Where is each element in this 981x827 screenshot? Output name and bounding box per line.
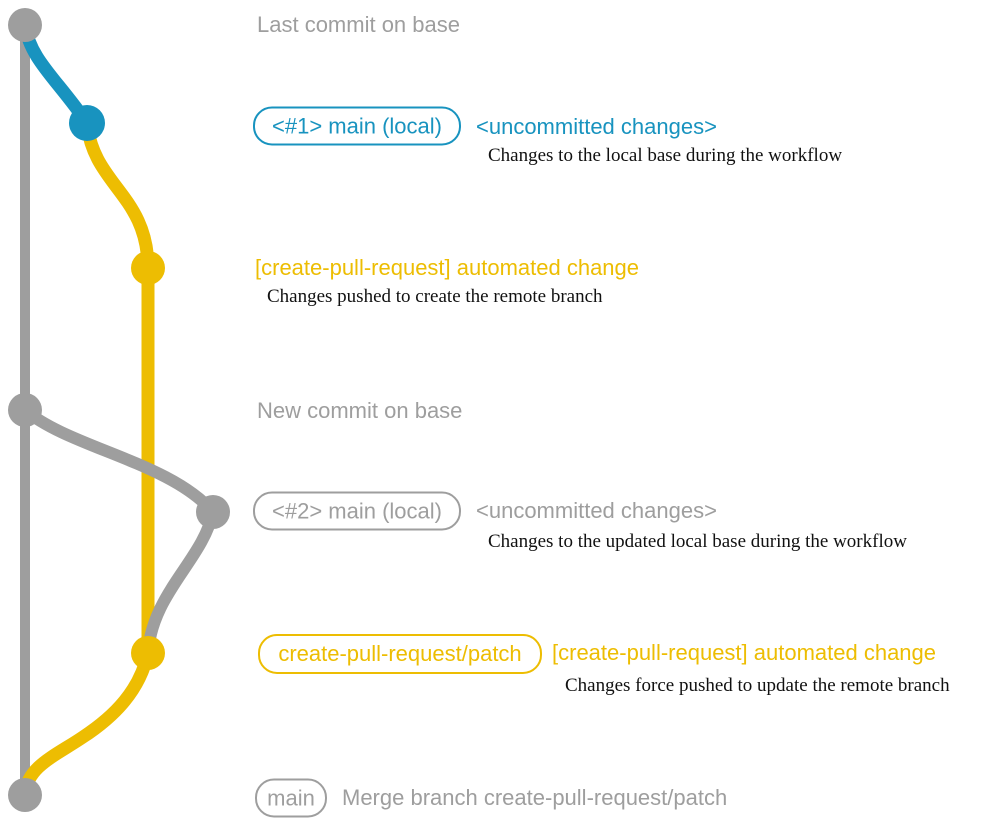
commit-node-new-base [8, 393, 42, 427]
local-main-2-branch-line-out [19, 404, 219, 518]
pr-branch-merge-line [18, 646, 155, 800]
description-local-base-changes-1: Changes to the local base during the wor… [488, 145, 843, 166]
label-uncommitted-changes-1: <uncommitted changes> [476, 114, 717, 139]
label-automated-change-2: [create-pull-request] automated change [552, 640, 937, 665]
label-last-commit-on-base: Last commit on base [257, 12, 460, 37]
commit-node-last-base [8, 8, 42, 42]
local-main-2-branch-line-in [142, 506, 219, 659]
label-automated-change-1: [create-pull-request] automated change [255, 255, 640, 280]
commit-node-pr-branch-1 [131, 251, 165, 285]
label-new-commit-on-base: New commit on base [257, 398, 463, 423]
commit-node-pr-branch-2 [131, 636, 165, 670]
description-push-create-remote-branch: Changes pushed to create the remote bran… [267, 286, 603, 307]
badge-main-local-1: <#1> main (local) [253, 106, 461, 146]
commit-node-local-main-1 [69, 105, 105, 141]
pr-branch-line-upper [80, 116, 155, 275]
description-local-base-changes-2: Changes to the updated local base during… [488, 531, 907, 552]
description-force-push-remote-branch: Changes force pushed to update the remot… [565, 675, 950, 696]
badge-create-pull-request-patch: create-pull-request/patch [258, 634, 542, 674]
badge-main-local-2: <#2> main (local) [253, 491, 461, 531]
commit-node-merge [8, 778, 42, 812]
label-uncommitted-changes-2: <uncommitted changes> [476, 498, 717, 523]
badge-main: main [255, 778, 327, 818]
commit-node-local-main-2 [196, 495, 230, 529]
label-merge-branch: Merge branch create-pull-request/patch [342, 785, 728, 810]
